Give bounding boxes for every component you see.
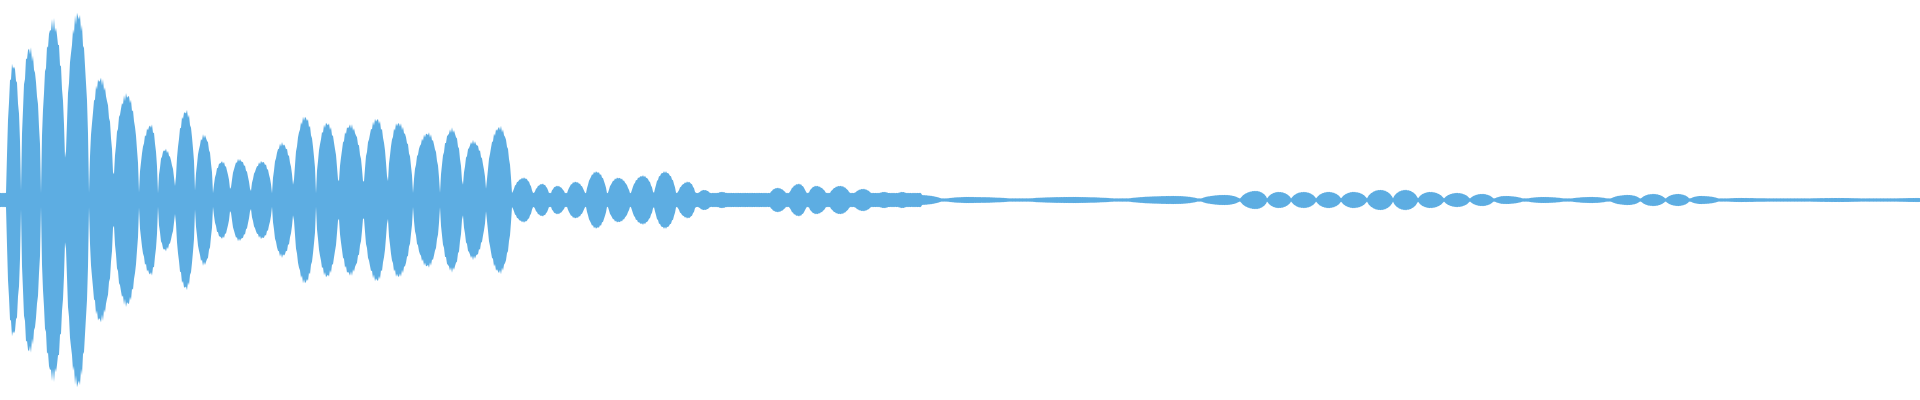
waveform	[0, 12, 1920, 388]
